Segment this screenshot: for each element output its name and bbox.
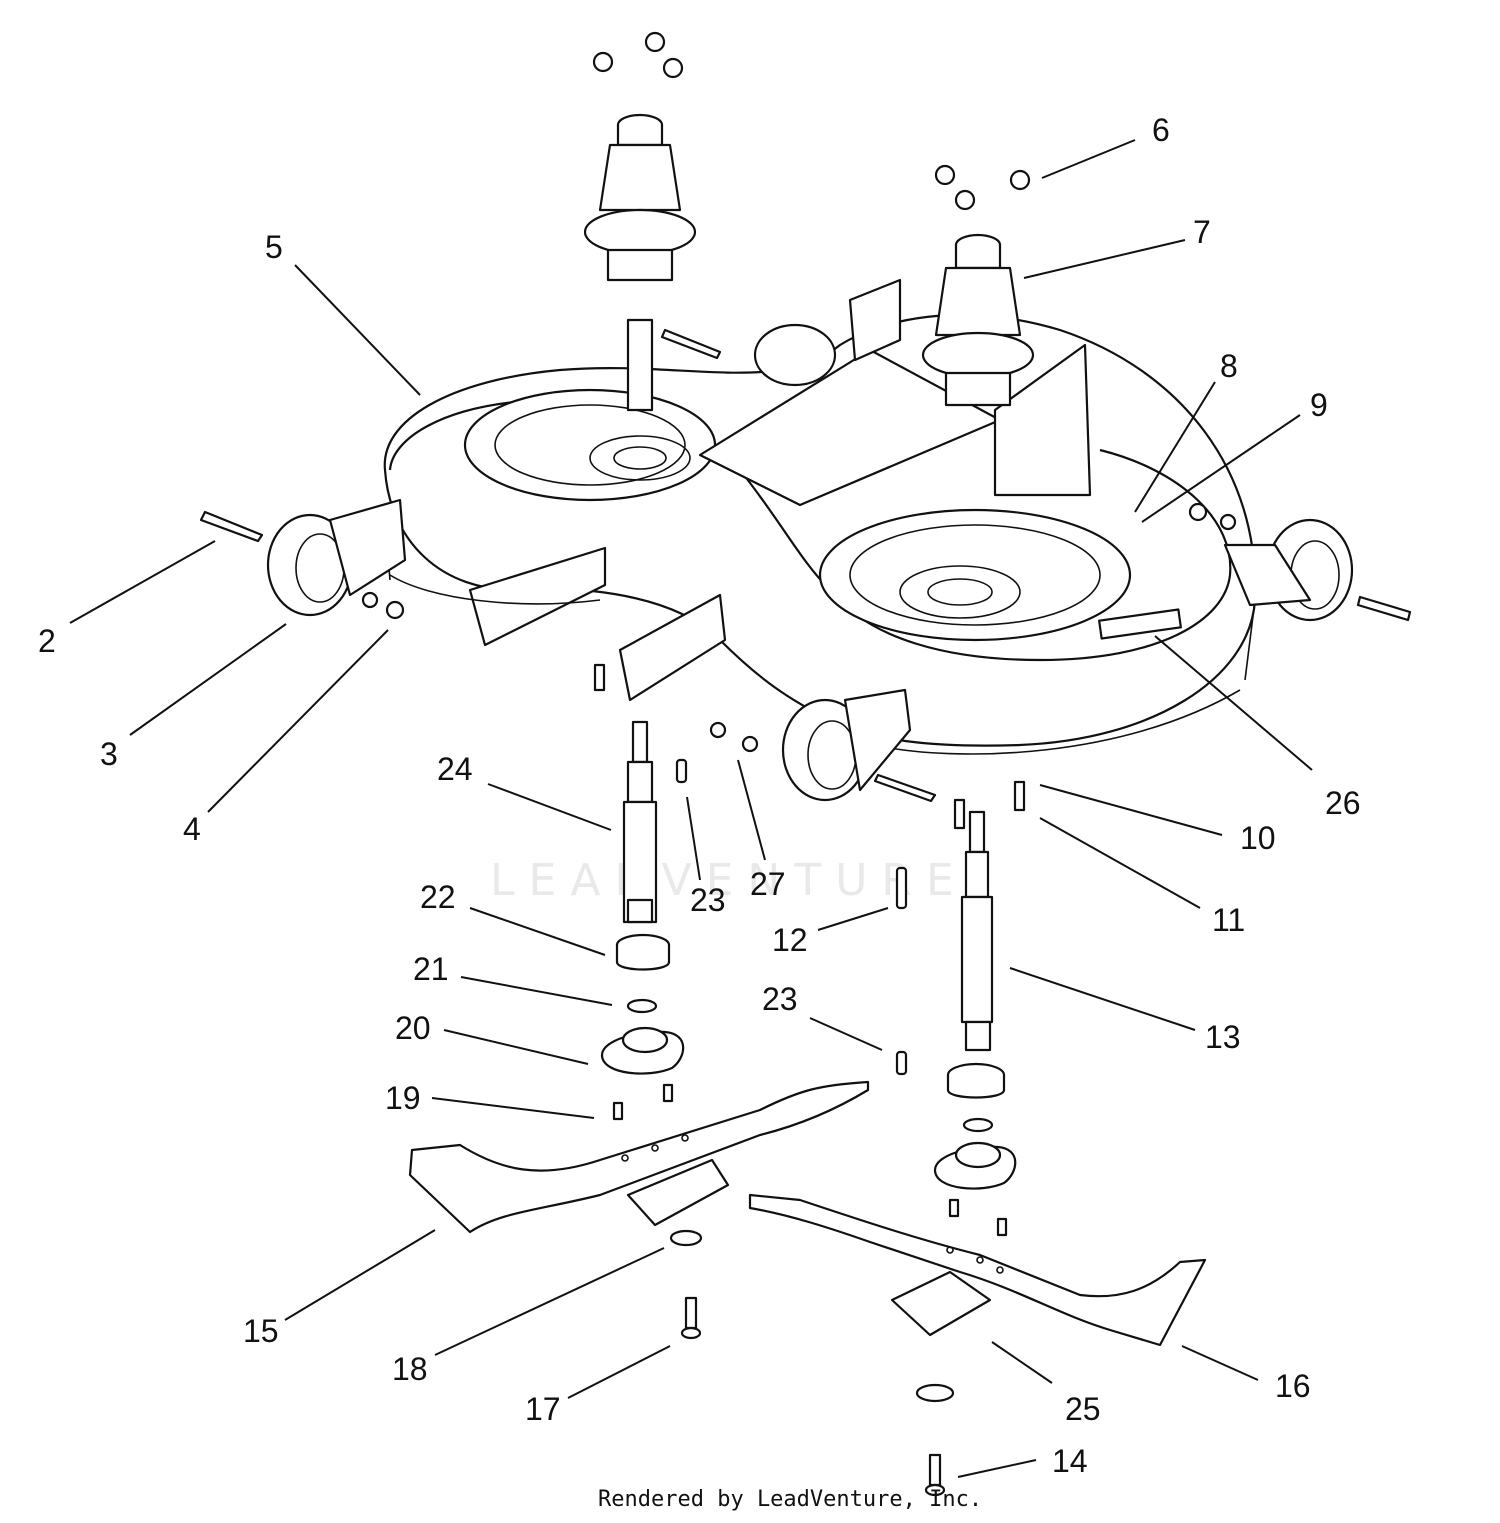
callout-13: 13 xyxy=(1205,1019,1241,1055)
bearing-flange-right xyxy=(933,1141,1017,1190)
hardware xyxy=(199,328,1412,830)
blade-bolts xyxy=(680,1296,946,1497)
blade-washers xyxy=(669,1229,955,1403)
callout-14: 14 xyxy=(1052,1443,1088,1479)
callout-9: 9 xyxy=(1310,387,1328,423)
blade-adapters xyxy=(626,1158,992,1337)
callout-3: 3 xyxy=(100,736,118,772)
callout-16: 16 xyxy=(1275,1368,1311,1404)
spindle-housing-left xyxy=(583,113,697,282)
keys xyxy=(675,758,908,1076)
callout-23-left: 23 xyxy=(690,882,726,918)
callout-5: 5 xyxy=(265,229,283,265)
callout-20: 20 xyxy=(395,1010,431,1046)
callout-2: 2 xyxy=(38,623,56,659)
caster-wheel-front xyxy=(781,688,912,802)
spindle-housing-right xyxy=(921,233,1035,407)
callout-labels: 2 3 4 5 6 7 8 9 10 11 12 13 14 15 16 17 … xyxy=(38,112,1361,1479)
nut-group-left xyxy=(592,31,684,79)
callout-8: 8 xyxy=(1220,348,1238,384)
callout-24: 24 xyxy=(437,751,473,787)
callout-15: 15 xyxy=(243,1313,279,1349)
callout-18: 18 xyxy=(392,1351,428,1387)
deck-housing xyxy=(383,278,1257,755)
callout-12: 12 xyxy=(772,922,808,958)
nut-group-right xyxy=(934,164,1031,211)
caster-wheel-right-rear xyxy=(1223,518,1354,622)
spindle-shaft-right xyxy=(960,810,994,1052)
callout-10: 10 xyxy=(1240,820,1276,856)
callout-11: 11 xyxy=(1212,902,1245,938)
caster-wheel-rear-top xyxy=(753,323,837,387)
callout-22: 22 xyxy=(420,879,456,915)
spacer-right xyxy=(946,1062,1006,1099)
render-credit: Rendered by LeadVenture, Inc. xyxy=(598,1487,982,1512)
callout-6: 6 xyxy=(1152,112,1170,148)
retaining-rings xyxy=(626,998,994,1133)
watermark-text: LEADVENTURE xyxy=(490,855,968,906)
spacer-left xyxy=(615,933,671,971)
callout-26: 26 xyxy=(1325,785,1361,821)
callout-17: 17 xyxy=(525,1391,561,1427)
spindle-shaft-left xyxy=(622,720,658,924)
bearing-flange-left xyxy=(600,1026,685,1075)
blade-right xyxy=(748,1193,1207,1347)
blade-left xyxy=(408,1080,870,1234)
callout-23-right: 23 xyxy=(762,981,798,1017)
callout-19: 19 xyxy=(385,1080,421,1116)
callout-7: 7 xyxy=(1193,214,1211,250)
callout-25: 25 xyxy=(1065,1391,1101,1427)
leader-lines xyxy=(69,139,1313,1478)
callout-4: 4 xyxy=(183,811,201,847)
caster-wheel-left xyxy=(266,498,407,617)
callout-27: 27 xyxy=(750,866,786,902)
callout-21: 21 xyxy=(413,951,449,987)
bearing-screws xyxy=(612,1083,1008,1237)
